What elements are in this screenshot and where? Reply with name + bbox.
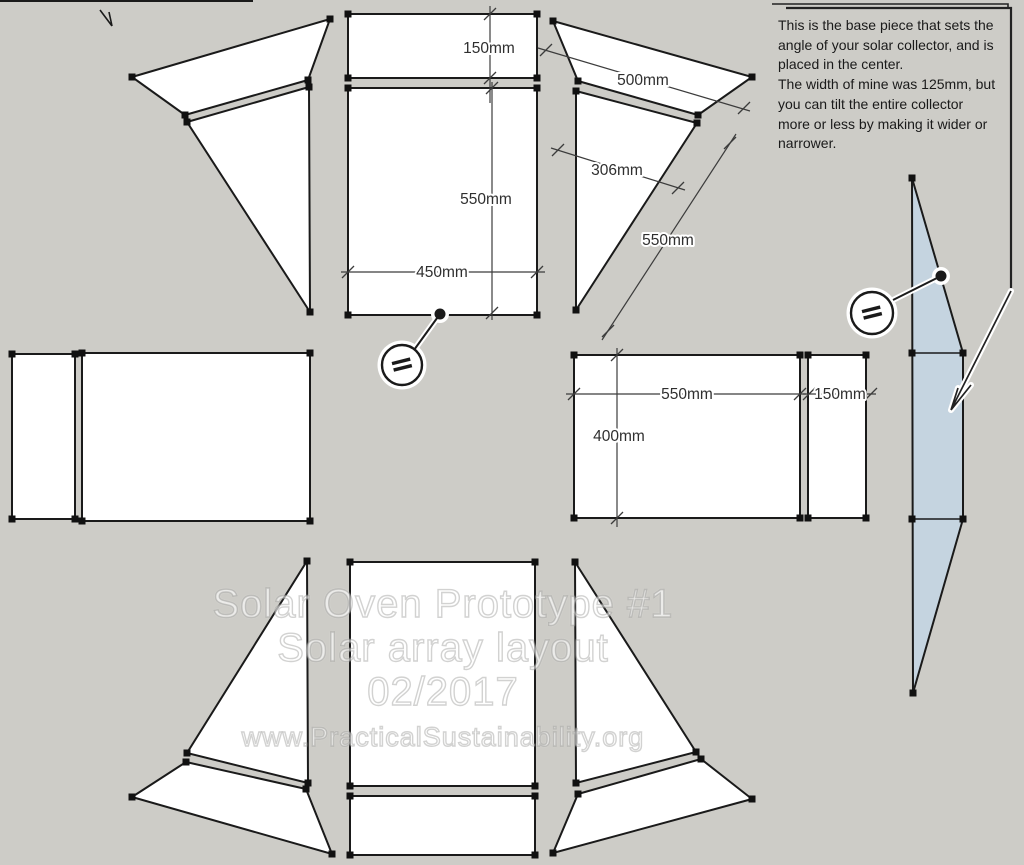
note-leader-arrow [772,3,1014,413]
dim-side-strip-width: 150mm [802,384,878,405]
dimension-ticks [483,7,497,85]
dimension-line [537,47,751,112]
dimension-ticks [539,43,751,115]
leader-line [413,313,441,351]
dimension-ticks [485,81,499,320]
panel-left-strip [12,354,75,519]
dimension-ticks [610,348,624,525]
dimension-label: 450mm [416,264,468,281]
note-line: placed in the center. [778,56,904,73]
dimension-line [550,147,686,191]
panel-topleft-wing-triangle [187,87,310,312]
marker-circle [849,290,895,336]
component-marker-right: = [846,267,950,339]
panel-bottomright-wing-outer [553,759,752,853]
note-border-top [772,3,1009,8]
dimension-line [601,133,737,341]
panel-right-main [574,355,800,518]
note-line: you can tilt the entire collector [778,95,964,112]
top-edge-artifact [0,0,253,27]
dim-main-panel-height: 550mm [458,81,514,320]
dim-top-strip-height: 150mm [461,6,517,103]
dimension-ticks [601,136,737,338]
note-line: This is the base piece that sets the [778,17,994,33]
note-line: more or less by making it wider or [778,115,988,132]
dimension-label: 500mm [617,72,669,89]
leader-line [892,275,942,301]
dim-wing-inner-width: 306mm [550,143,686,195]
panel-topright-wing-triangle [576,91,697,310]
dimension-ticks [341,265,544,279]
panel-bottomleft-wing-outer [132,762,332,854]
note-line: narrower. [778,135,837,152]
dim-main-panel-width: 450mm [341,262,545,283]
dimension-ticks [551,143,685,195]
dimension-label: 400mm [593,428,645,445]
dimension-ticks [802,387,878,401]
anchor-dot [434,308,446,320]
dimension-label: 550mm [642,232,694,249]
dimension-label: 306mm [591,162,643,179]
panel-right-strip [808,355,866,518]
dimension-ticks [567,387,807,401]
stray-arrow-mark [99,9,113,27]
dimension-label: 550mm [661,386,713,403]
anchor-dot [935,270,947,282]
panels [12,14,866,855]
note-line: The width of mine was 125mm, but [778,76,996,93]
panel-topleft-wing-outer [132,19,330,115]
marker-circle [380,343,424,387]
panel-bottom-strip [350,796,535,855]
panel-bottomright-wing-triangle [575,562,696,783]
panel-bottom-main [350,562,535,786]
dimension-label: 150mm [463,40,515,57]
dim-wing-slant-length: 550mm [601,133,737,341]
base-piece-shape [912,178,963,693]
dim-wing-top-width: 500mm [537,43,751,115]
dimension-label: 550mm [460,191,512,208]
dim-side-panel-height: 400mm [591,348,647,527]
note-border-right [786,6,1013,291]
dim-side-panel-width: 550mm [566,384,807,405]
note-line: angle of your solar collector, and is [778,36,994,53]
note-box: This is the base piece that sets the ang… [778,16,1016,154]
panel-bottomleft-wing-triangle [187,561,308,783]
panel-left-main [82,353,310,521]
arrow-shaft [950,290,1012,411]
dimension-label: 150mm [814,386,866,403]
base-piece [912,178,963,693]
component-marker-left: = [377,305,449,390]
panel-center-main [348,88,537,315]
